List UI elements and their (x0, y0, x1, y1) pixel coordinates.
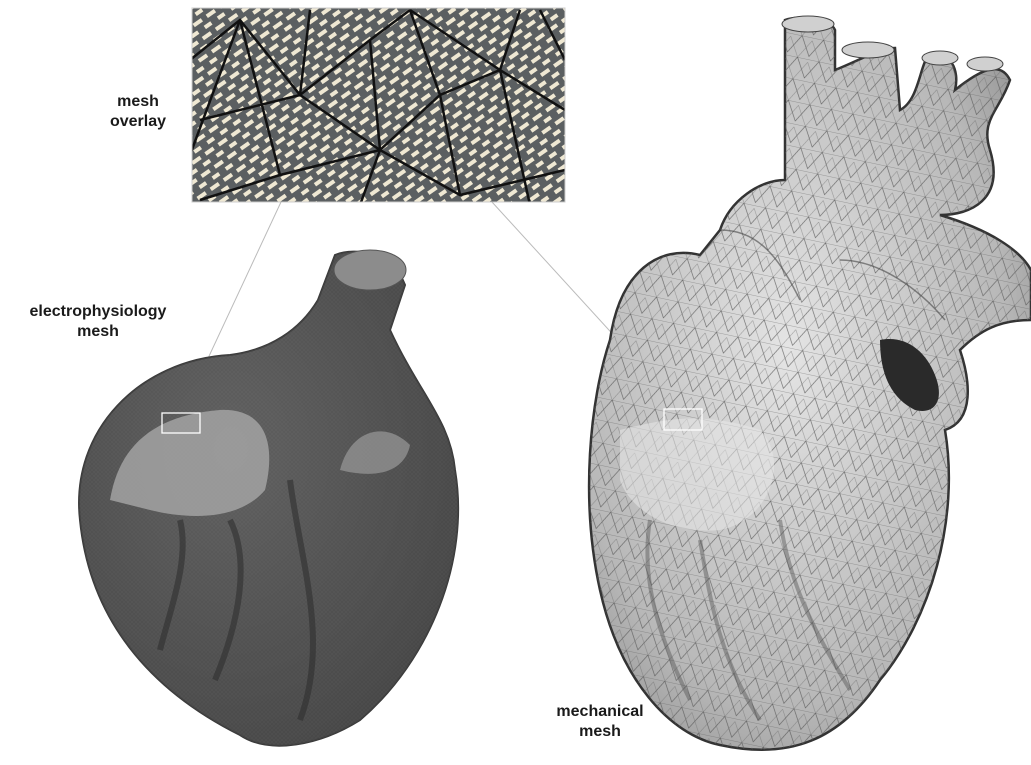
ep-vessel-opening (334, 250, 406, 290)
mech-vessel-opening-4 (967, 57, 1003, 71)
mech-vessel-opening-2 (842, 42, 894, 58)
electrophysiology-heart (79, 250, 458, 746)
mech-vessel-opening-1 (782, 16, 834, 32)
mechanical-heart (589, 16, 1031, 750)
mech-vessel-opening-3 (922, 51, 958, 65)
mesh-overlay-inset (190, 8, 565, 205)
